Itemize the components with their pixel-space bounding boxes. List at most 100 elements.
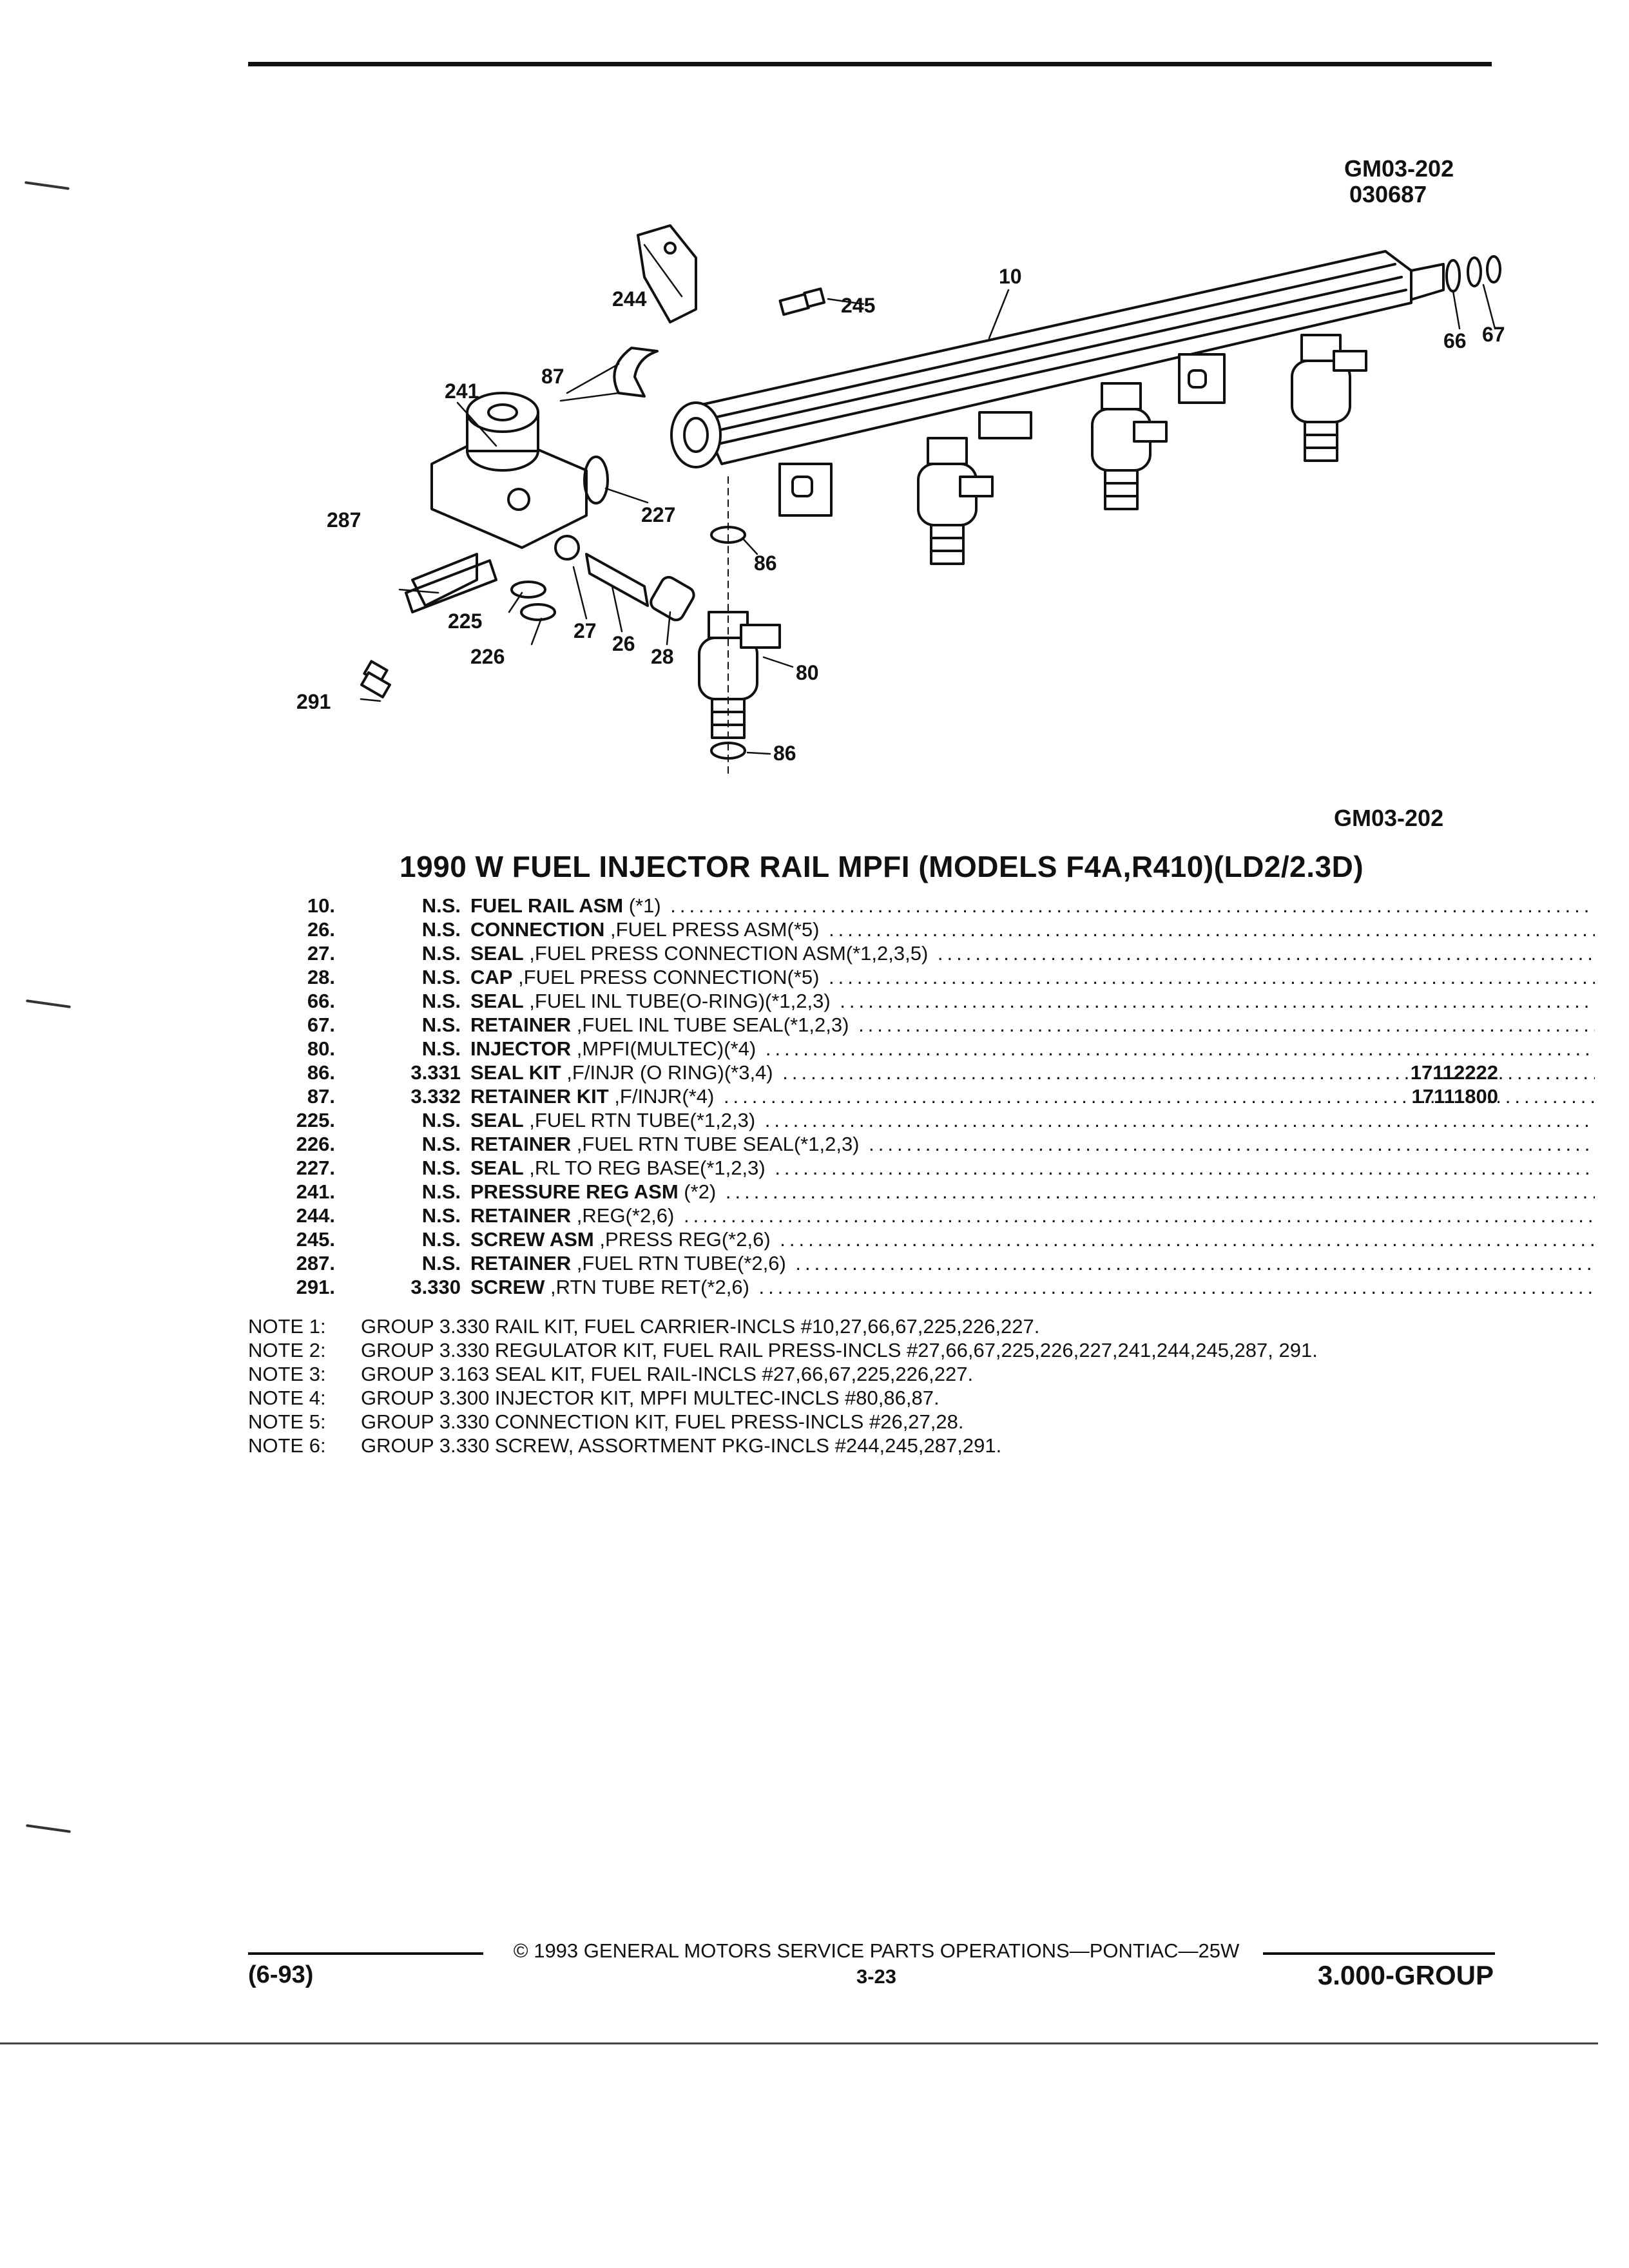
top-rule: [248, 62, 1492, 66]
callout-label: 241: [445, 380, 479, 403]
part-group-number: N.S.: [421, 1180, 461, 1203]
part-group-number: N.S.: [421, 942, 461, 965]
part-name: RETAINER KIT: [470, 1085, 609, 1108]
part-description: RETAINER ,FUEL RTN TUBE SEAL(*1,2,3) ...…: [470, 1133, 1595, 1156]
part-name: RETAINER: [470, 1252, 572, 1274]
diagram-code-top: GM03-202: [1344, 155, 1454, 182]
parts-row: 226. N.S. RETAINER ,FUEL RTN TUBE SEAL(*1,…: [248, 1133, 1595, 1157]
callout-label: 225: [448, 610, 482, 633]
part-detail: ,F/INJR(*4): [608, 1085, 715, 1108]
parts-row: 245. N.S. SCREW ASM ,PRESS REG(*2,6) .....…: [248, 1228, 1595, 1252]
callout-label: 28: [651, 645, 674, 668]
callout-label: 86: [773, 742, 796, 765]
part-description: SEAL ,FUEL INL TUBE(O-RING)(*1,2,3) ....…: [470, 990, 1595, 1013]
note-text: GROUP 3.330 CONNECTION KIT, FUEL PRESS-I…: [361, 1410, 964, 1433]
callout-label: 10: [999, 265, 1022, 288]
binder-hole-mark: [24, 181, 70, 190]
pressure-regulator-drawing: [405, 392, 609, 613]
leader-dots: ........................................…: [829, 918, 1595, 941]
part-group-number: N.S.: [421, 1228, 461, 1251]
part-group-number: N.S.: [421, 918, 461, 941]
parts-row: 244.N.S.RETAINER ,REG(*2,6) ............…: [248, 1204, 1595, 1228]
leader-dots: ........................................…: [858, 1014, 1595, 1036]
part-item-number: 67.: [307, 1014, 335, 1036]
part-description: SCREW ASM ,PRESS REG(*2,6) .............…: [470, 1228, 1595, 1251]
note-row: NOTE 3:GROUP 3.163 SEAL KIT, FUEL RAIL-I…: [248, 1362, 1498, 1386]
parts-row: 27.N.S.SEAL ,FUEL PRESS CONNECTION ASM(*…: [248, 942, 1595, 966]
parts-row: 28.N.S.CAP ,FUEL PRESS CONNECTION(*5) ..…: [248, 966, 1595, 990]
leader-dots: ........................................…: [765, 1037, 1595, 1060]
part-group-number: 3.332: [410, 1085, 461, 1108]
part-item-number: 227.: [296, 1157, 335, 1179]
part-description: CONNECTION ,FUEL PRESS ASM(*5) .........…: [470, 918, 1595, 941]
part-group-number: N.S.: [421, 894, 461, 917]
footer-section: 3.000-GROUP: [1317, 1960, 1494, 1990]
note-text: GROUP 3.330 SCREW, ASSORTMENT PKG-INCLS …: [361, 1434, 1002, 1457]
part-group-number: N.S.: [421, 1133, 461, 1155]
parts-row: 10. N.S. FUEL RAIL ASM (*1) ..............…: [248, 894, 1595, 918]
leader-dots: ........................................…: [782, 1061, 1595, 1084]
part-item-number: 226.: [296, 1133, 335, 1155]
part-item-number: 87.: [307, 1085, 335, 1108]
part-detail: ,FUEL RTN TUBE SEAL(*1,2,3): [571, 1133, 860, 1155]
leader-dots: ........................................…: [725, 1180, 1595, 1203]
callout-label: 287: [327, 508, 361, 532]
part-detail: (*1): [623, 894, 661, 917]
part-description: RETAINER ,FUEL RTN TUBE(*2,6) ..........…: [470, 1252, 1595, 1275]
note-text: GROUP 3.330 RAIL KIT, FUEL CARRIER-INCLS…: [361, 1315, 1040, 1338]
part-number: 17111800: [1411, 1085, 1498, 1108]
part-item-number: 10.: [307, 894, 335, 917]
part-description: SEAL ,FUEL RTN TUBE(*1,2,3) ............…: [470, 1109, 1595, 1132]
note-row: NOTE 6: GROUP 3.330 SCREW, ASSORTMENT PKG…: [248, 1434, 1498, 1457]
note-text: GROUP 3.300 INJECTOR KIT, MPFI MULTEC-IN…: [361, 1387, 940, 1409]
callout-labels: 244 245 10 66 67 87 241 227 86 287 225 2…: [296, 265, 1505, 765]
part-item-number: 245.: [296, 1228, 335, 1251]
part-group-number: N.S.: [421, 990, 461, 1012]
leader-dots: ........................................…: [840, 990, 1595, 1012]
part-detail: ,FUEL PRESS CONNECTION(*5): [512, 966, 820, 988]
part-name: CAP: [470, 966, 513, 988]
part-name: SCREW ASM: [470, 1228, 594, 1251]
part-description: SCREW ,RTN TUBE RET(*2,6) ..............…: [470, 1276, 1595, 1299]
part-group-number: 3.331: [410, 1061, 461, 1084]
part-item-number: 287.: [296, 1252, 335, 1274]
part-item-number: 80.: [307, 1037, 335, 1060]
callout-label: 86: [754, 552, 777, 575]
leader-dots: ........................................…: [670, 894, 1595, 917]
part-description: FUEL RAIL ASM (*1) .....................…: [470, 894, 1595, 918]
part-description: RETAINER KIT ,F/INJR(*4) ...............…: [470, 1085, 1595, 1108]
parts-row: 80.N.S.INJECTOR ,MPFI(MULTEC)(*4) ......…: [248, 1037, 1595, 1061]
note-row: NOTE 1:GROUP 3.330 RAIL KIT, FUEL CARRIE…: [248, 1314, 1498, 1338]
part-group-number: N.S.: [421, 966, 461, 988]
callout-label: 245: [841, 294, 875, 317]
part-description: SEAL KIT ,F/INJR (O RING)(*3,4) ........…: [470, 1061, 1595, 1084]
footer-page-number: 3-23: [856, 1965, 897, 1988]
part-name: SEAL: [470, 990, 524, 1012]
note-label: NOTE 6:: [248, 1434, 326, 1457]
part-detail: ,FUEL PRESS ASM(*5): [604, 918, 820, 941]
part-detail: ,REG(*2,6): [571, 1204, 675, 1227]
leader-dots: ........................................…: [775, 1157, 1595, 1179]
leader-dots: ........................................…: [723, 1085, 1595, 1108]
part-item-number: 27.: [307, 942, 335, 965]
fuel-rail-drawing: [670, 250, 1501, 517]
parts-row: 26.N.S.CONNECTION ,FUEL PRESS ASM(*5) ..…: [248, 918, 1595, 942]
part-detail: ,FUEL INL TUBE SEAL(*1,2,3): [571, 1014, 849, 1036]
diagram-code-date: 030687: [1349, 181, 1427, 207]
part-detail: (*2): [678, 1180, 717, 1203]
callout-label: 226: [470, 645, 505, 668]
note-text: GROUP 3.163 SEAL KIT, FUEL RAIL-INCLS #2…: [361, 1363, 974, 1385]
note-label: NOTE 4:: [248, 1387, 326, 1409]
callout-label: 26: [612, 632, 635, 655]
binder-hole-mark: [26, 1824, 71, 1833]
leader-dots: ........................................…: [829, 966, 1595, 988]
part-item-number: 225.: [296, 1109, 335, 1131]
part-group-number: N.S.: [421, 1109, 461, 1131]
part-name: SEAL: [470, 1157, 524, 1179]
part-detail: ,FUEL INL TUBE(O-RING)(*1,2,3): [523, 990, 831, 1012]
part-group-number: N.S.: [421, 1157, 461, 1179]
leader-dots: ........................................…: [795, 1252, 1595, 1274]
regulator-bracket-drawing: [613, 224, 826, 398]
part-group-number: 3.330: [410, 1276, 461, 1298]
